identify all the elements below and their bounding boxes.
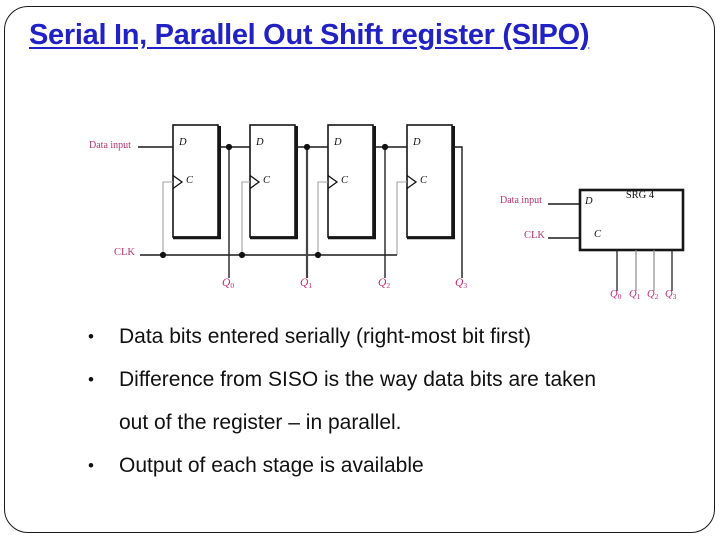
ff4-d-label: D <box>413 137 421 148</box>
data-input-label: Data input <box>89 140 131 151</box>
ff4-c-label: C <box>420 175 428 186</box>
srg-q0-label: Q0 <box>610 289 622 301</box>
list-item: • Difference from SISO is the way data b… <box>88 365 700 394</box>
junction-dots <box>159 143 389 259</box>
bullet-marker: • <box>88 370 94 389</box>
ff1-d-label: D <box>179 137 187 148</box>
bullet-marker: • <box>88 327 94 346</box>
signal-wires <box>138 146 580 278</box>
srg-c-label: C <box>594 229 602 240</box>
srg-clk-label: CLK <box>524 230 545 241</box>
list-item-continuation: out of the register – in parallel. <box>88 408 700 437</box>
ff2-d-label: D <box>256 137 264 148</box>
q1-output-label: Q1 <box>300 277 313 290</box>
srg-block-title: SRG 4 <box>625 190 655 201</box>
output-drop-wires <box>228 147 386 278</box>
srg-q3-label: Q3 <box>665 289 677 301</box>
bullet-text: Difference from SISO is the way data bit… <box>119 368 597 391</box>
srg4-block <box>578 188 685 291</box>
bullet-marker: • <box>88 456 94 475</box>
bullet-list: • Data bits entered serially (right-most… <box>88 322 700 494</box>
clk-label: CLK <box>114 247 135 258</box>
page-title: Serial In, Parallel Out Shift register (… <box>29 19 590 51</box>
q0-output-label: Q0 <box>222 277 235 290</box>
clock-riser-wires <box>162 181 407 255</box>
q3-output-label: Q3 <box>455 277 468 290</box>
srg-data-input-label: Data input <box>500 195 542 206</box>
list-item: • Data bits entered serially (right-most… <box>88 322 700 351</box>
q2-output-label: Q2 <box>378 277 391 290</box>
ff3-c-label: C <box>341 175 349 186</box>
ff3-d-label: D <box>334 137 342 148</box>
srg-q1-label: Q1 <box>629 289 641 301</box>
bullet-text: out of the register – in parallel. <box>119 411 402 434</box>
srg-q2-label: Q2 <box>647 289 659 301</box>
srg-d-label: D <box>585 196 593 207</box>
bullet-text: Output of each stage is available <box>119 454 424 477</box>
ff1-c-label: C <box>186 175 194 186</box>
list-item: • Output of each stage is available <box>88 451 700 480</box>
bullet-text: Data bits entered serially (right-most b… <box>119 325 531 348</box>
ff2-c-label: C <box>263 175 271 186</box>
bullet-marker <box>88 408 119 437</box>
